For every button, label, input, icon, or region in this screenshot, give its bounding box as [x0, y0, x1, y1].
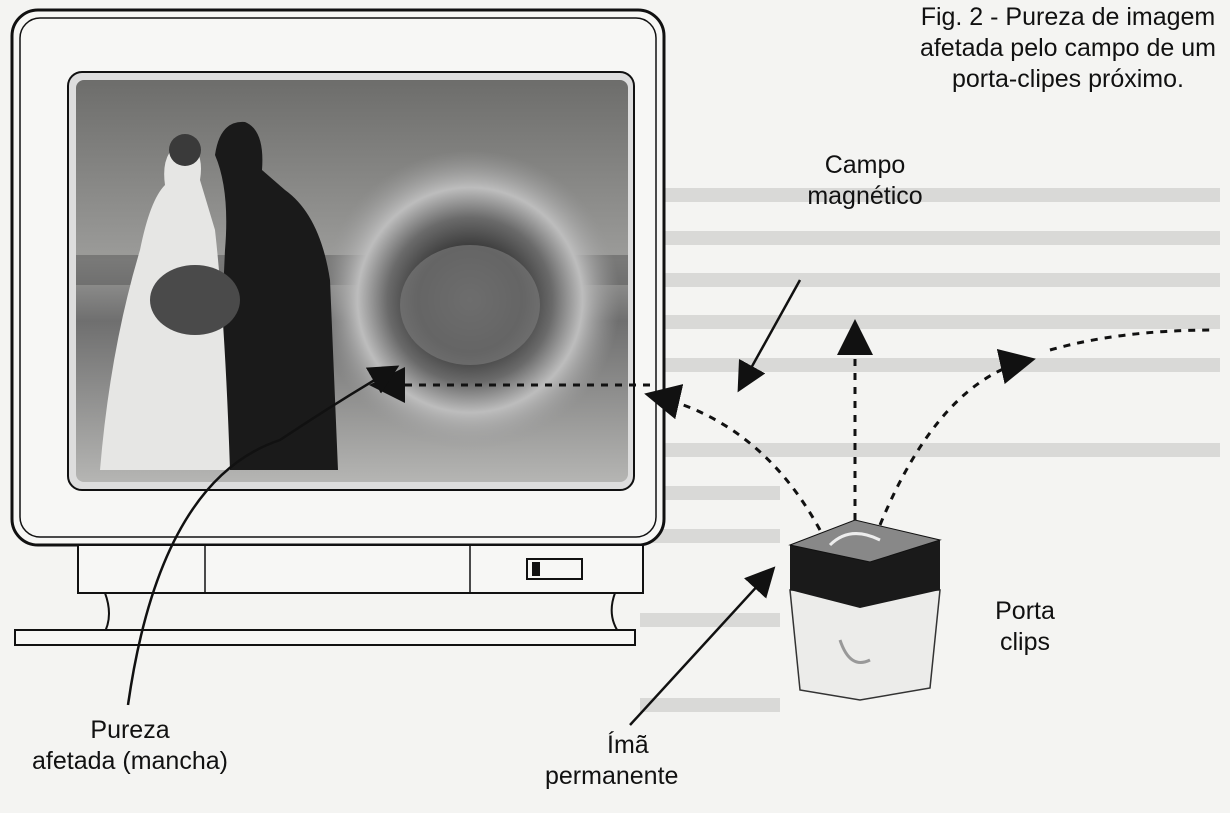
- caption-line: Fig. 2 - Pureza de imagem: [920, 3, 1216, 31]
- label-line: magnético: [807, 182, 923, 210]
- caption-line: afetada pelo campo de um: [919, 34, 1216, 62]
- label-line: Porta: [995, 597, 1055, 625]
- label-permanent-magnet: Ímã permanente: [545, 730, 695, 792]
- label-line: permanente: [545, 762, 679, 790]
- field-lines: [369, 319, 1216, 531]
- background-text-column: [640, 188, 1220, 712]
- label-line: clips: [999, 628, 1050, 656]
- clip-holder: [788, 519, 942, 701]
- label-line: Campo: [824, 151, 906, 179]
- label-purity-stain: Pureza afetada (mancha): [5, 715, 255, 777]
- label-line: afetada (mancha): [32, 747, 228, 775]
- figure-caption: Fig. 2 - Pureza de imagem afetada pelo c…: [920, 2, 1216, 95]
- label-line: Pureza: [90, 716, 170, 744]
- caption-line: porta-clipes próximo.: [951, 65, 1184, 93]
- pointer-arrows: [126, 279, 802, 726]
- label-magnetic-field: Campo magnético: [790, 150, 940, 212]
- power-switch-icon: [526, 558, 583, 580]
- label-line: Ímã: [607, 731, 649, 759]
- screen-image: [76, 80, 628, 482]
- monitor-base: [77, 544, 644, 594]
- label-clip-holder: Porta clips: [975, 596, 1075, 658]
